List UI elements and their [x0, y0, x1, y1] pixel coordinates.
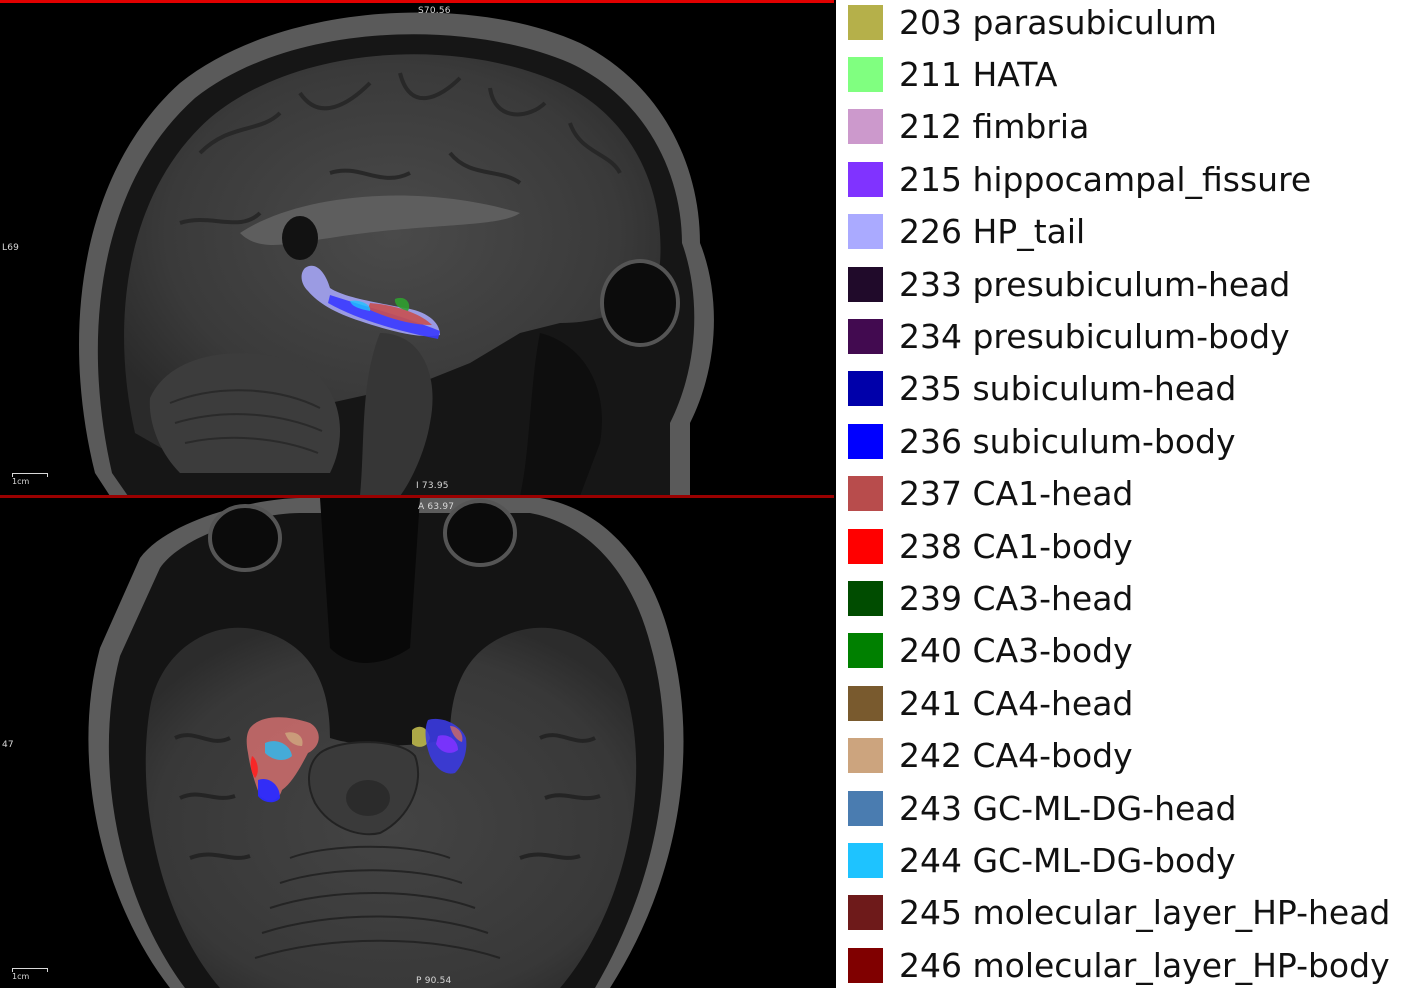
legend-item: 240 CA3-body: [848, 631, 1133, 671]
legend-item: 236 subiculum-body: [848, 421, 1236, 461]
axial-posterior-coordinate: P 90.54: [416, 976, 452, 986]
sagittal-scale-bar: 1cm: [12, 473, 48, 486]
legend-label: 212 fimbria: [899, 107, 1090, 147]
legend-color-swatch: [848, 109, 883, 145]
legend-color-swatch: [848, 161, 883, 197]
legend-label: 235 subiculum-head: [899, 369, 1237, 409]
legend-color-swatch: [848, 318, 883, 354]
legend-item: 238 CA1-body: [848, 526, 1133, 566]
legend-item: 211 HATA: [848, 54, 1057, 94]
legend-item: 215 hippocampal_fissure: [848, 159, 1311, 199]
legend-color-swatch: [848, 633, 883, 669]
legend-label: 234 presubiculum-body: [899, 316, 1290, 356]
mri-viewer: S70.56 I 73.95 L69 1cm: [0, 0, 836, 988]
legend-item: 234 presubiculum-body: [848, 316, 1290, 356]
legend-color-swatch: [848, 214, 883, 250]
legend-color-swatch: [848, 528, 883, 564]
sagittal-inferior-coordinate: I 73.95: [416, 481, 449, 491]
legend-label: 203 parasubiculum: [899, 2, 1217, 42]
legend-color-swatch: [848, 842, 883, 878]
legend-item: 226 HP_tail: [848, 212, 1085, 252]
axial-scale-label: 1cm: [12, 972, 30, 981]
legend-color-swatch: [848, 423, 883, 459]
legend-color-swatch: [848, 790, 883, 826]
axial-mri-slice: [88, 498, 684, 988]
pane-divider[interactable]: [0, 495, 834, 498]
legend-label: 240 CA3-body: [899, 631, 1133, 671]
legend-label: 244 GC-ML-DG-body: [899, 840, 1236, 880]
legend-item: 246 molecular_layer_HP-body: [848, 945, 1390, 985]
legend-color-swatch: [848, 476, 883, 512]
legend-color-swatch: [848, 895, 883, 931]
label-legend: 203 parasubiculum 211 HATA 212 fimbria 215 …: [836, 0, 1417, 988]
legend-label: 211 HATA: [899, 54, 1058, 94]
legend-color-swatch: [848, 56, 883, 92]
axial-scale-bar: 1cm: [12, 968, 48, 981]
legend-label: 215 hippocampal_fissure: [899, 159, 1312, 199]
legend-label: 242 CA4-body: [899, 736, 1133, 776]
legend-label: 236 subiculum-body: [899, 421, 1236, 461]
legend-label: 241 CA4-head: [899, 683, 1134, 723]
sagittal-view-pane[interactable]: S70.56 I 73.95 L69 1cm: [0, 0, 834, 496]
sagittal-scale-label: 1cm: [12, 477, 30, 486]
legend-item: 239 CA3-head: [848, 578, 1133, 618]
axial-view-pane[interactable]: A 63.97 P 90.54 47 1cm: [0, 498, 834, 988]
legend-item: 243 GC-ML-DG-head: [848, 788, 1236, 828]
legend-item: 233 presubiculum-head: [848, 264, 1290, 304]
legend-item: 245 molecular_layer_HP-head: [848, 893, 1390, 933]
legend-label: 246 molecular_layer_HP-body: [899, 945, 1390, 985]
legend-label: 233 presubiculum-head: [899, 264, 1291, 304]
legend-item: 244 GC-ML-DG-body: [848, 840, 1236, 880]
legend-item: 242 CA4-body: [848, 736, 1133, 776]
sagittal-mri-slice: [79, 12, 714, 496]
legend-label: 239 CA3-head: [899, 578, 1134, 618]
sagittal-superior-coordinate: S70.56: [418, 6, 451, 16]
legend-label: 226 HP_tail: [899, 212, 1086, 252]
legend-item: 237 CA1-head: [848, 474, 1133, 514]
sagittal-left-coordinate: L69: [2, 243, 20, 253]
legend-color-swatch: [848, 371, 883, 407]
legend-label: 243 GC-ML-DG-head: [899, 788, 1237, 828]
sagittal-segmentation-overlay: [301, 265, 440, 339]
axial-right-segmentation-overlay: [412, 718, 467, 774]
legend-color-swatch: [848, 685, 883, 721]
legend-item: 212 fimbria: [848, 107, 1089, 147]
legend-item: 241 CA4-head: [848, 683, 1133, 723]
legend-color-swatch: [848, 947, 883, 983]
axial-left-coordinate: 47: [2, 740, 14, 750]
legend-color-swatch: [848, 266, 883, 302]
legend-label: 238 CA1-body: [899, 526, 1133, 566]
axial-left-segmentation-overlay: [246, 717, 319, 803]
legend-color-swatch: [848, 580, 883, 616]
legend-color-swatch: [848, 4, 883, 40]
legend-label: 237 CA1-head: [899, 474, 1134, 514]
axial-anterior-coordinate: A 63.97: [418, 502, 455, 512]
legend-item: 203 parasubiculum: [848, 2, 1217, 42]
legend-color-swatch: [848, 738, 883, 774]
legend-item: 235 subiculum-head: [848, 369, 1236, 409]
legend-label: 245 molecular_layer_HP-head: [899, 893, 1391, 933]
